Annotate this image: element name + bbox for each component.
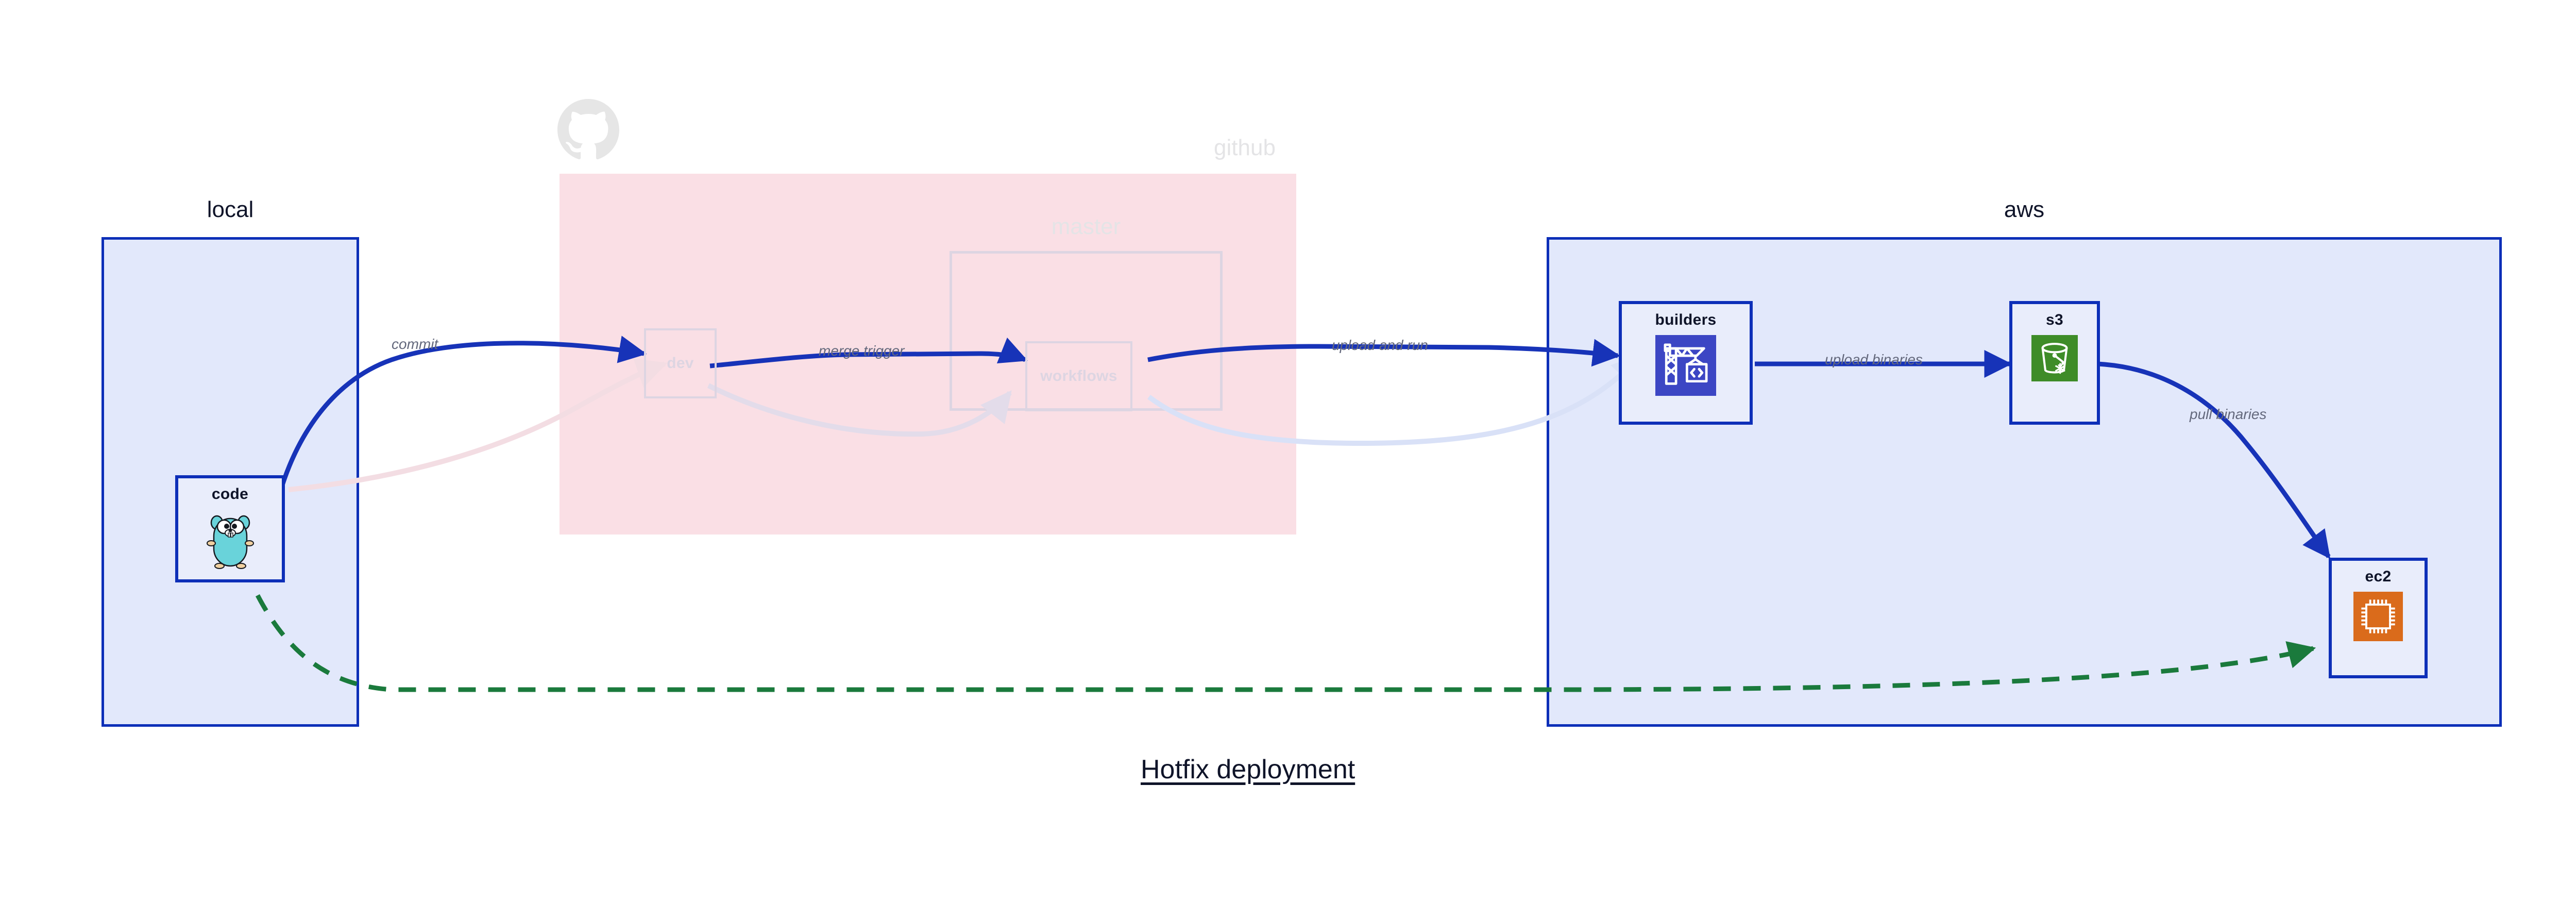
node-workflows[interactable]: workflows (1025, 341, 1132, 411)
group-master-title: master (1051, 214, 1121, 239)
node-s3-label: s3 (2046, 311, 2063, 328)
node-workflows-label: workflows (1040, 368, 1117, 385)
node-s3[interactable]: s3 (2009, 301, 2100, 425)
node-dev[interactable]: dev (644, 328, 717, 398)
node-code[interactable]: code (175, 475, 285, 582)
group-local-title: local (207, 197, 254, 222)
node-builders-label: builders (1655, 311, 1717, 328)
edge-label-commit: commit (392, 336, 438, 352)
edge-label-pull-binaries: pull binaries (2190, 406, 2267, 422)
node-code-label: code (211, 486, 249, 503)
go-gopher-icon (202, 509, 258, 574)
edge-label-upload-binaries: upload binaries (1825, 352, 1923, 368)
node-ec2-label: ec2 (2365, 568, 2392, 585)
group-aws-title: aws (2004, 197, 2045, 222)
diagram-title: Hotfix deployment (1141, 755, 1355, 784)
aws-codebuild-icon (1655, 335, 1716, 398)
aws-s3-glacier-icon (2031, 335, 2078, 384)
edge-label-upload-and-run: upload and run (1332, 337, 1428, 353)
node-ec2[interactable]: ec2 (2329, 558, 2428, 678)
node-dev-label: dev (667, 355, 694, 372)
aws-ec2-icon (2353, 592, 2403, 644)
github-octocat-icon (557, 99, 619, 161)
group-github-title: github (1214, 135, 1276, 160)
edge-label-merge-trigger: merge trigger (819, 343, 905, 359)
node-builders[interactable]: builders (1619, 301, 1753, 425)
